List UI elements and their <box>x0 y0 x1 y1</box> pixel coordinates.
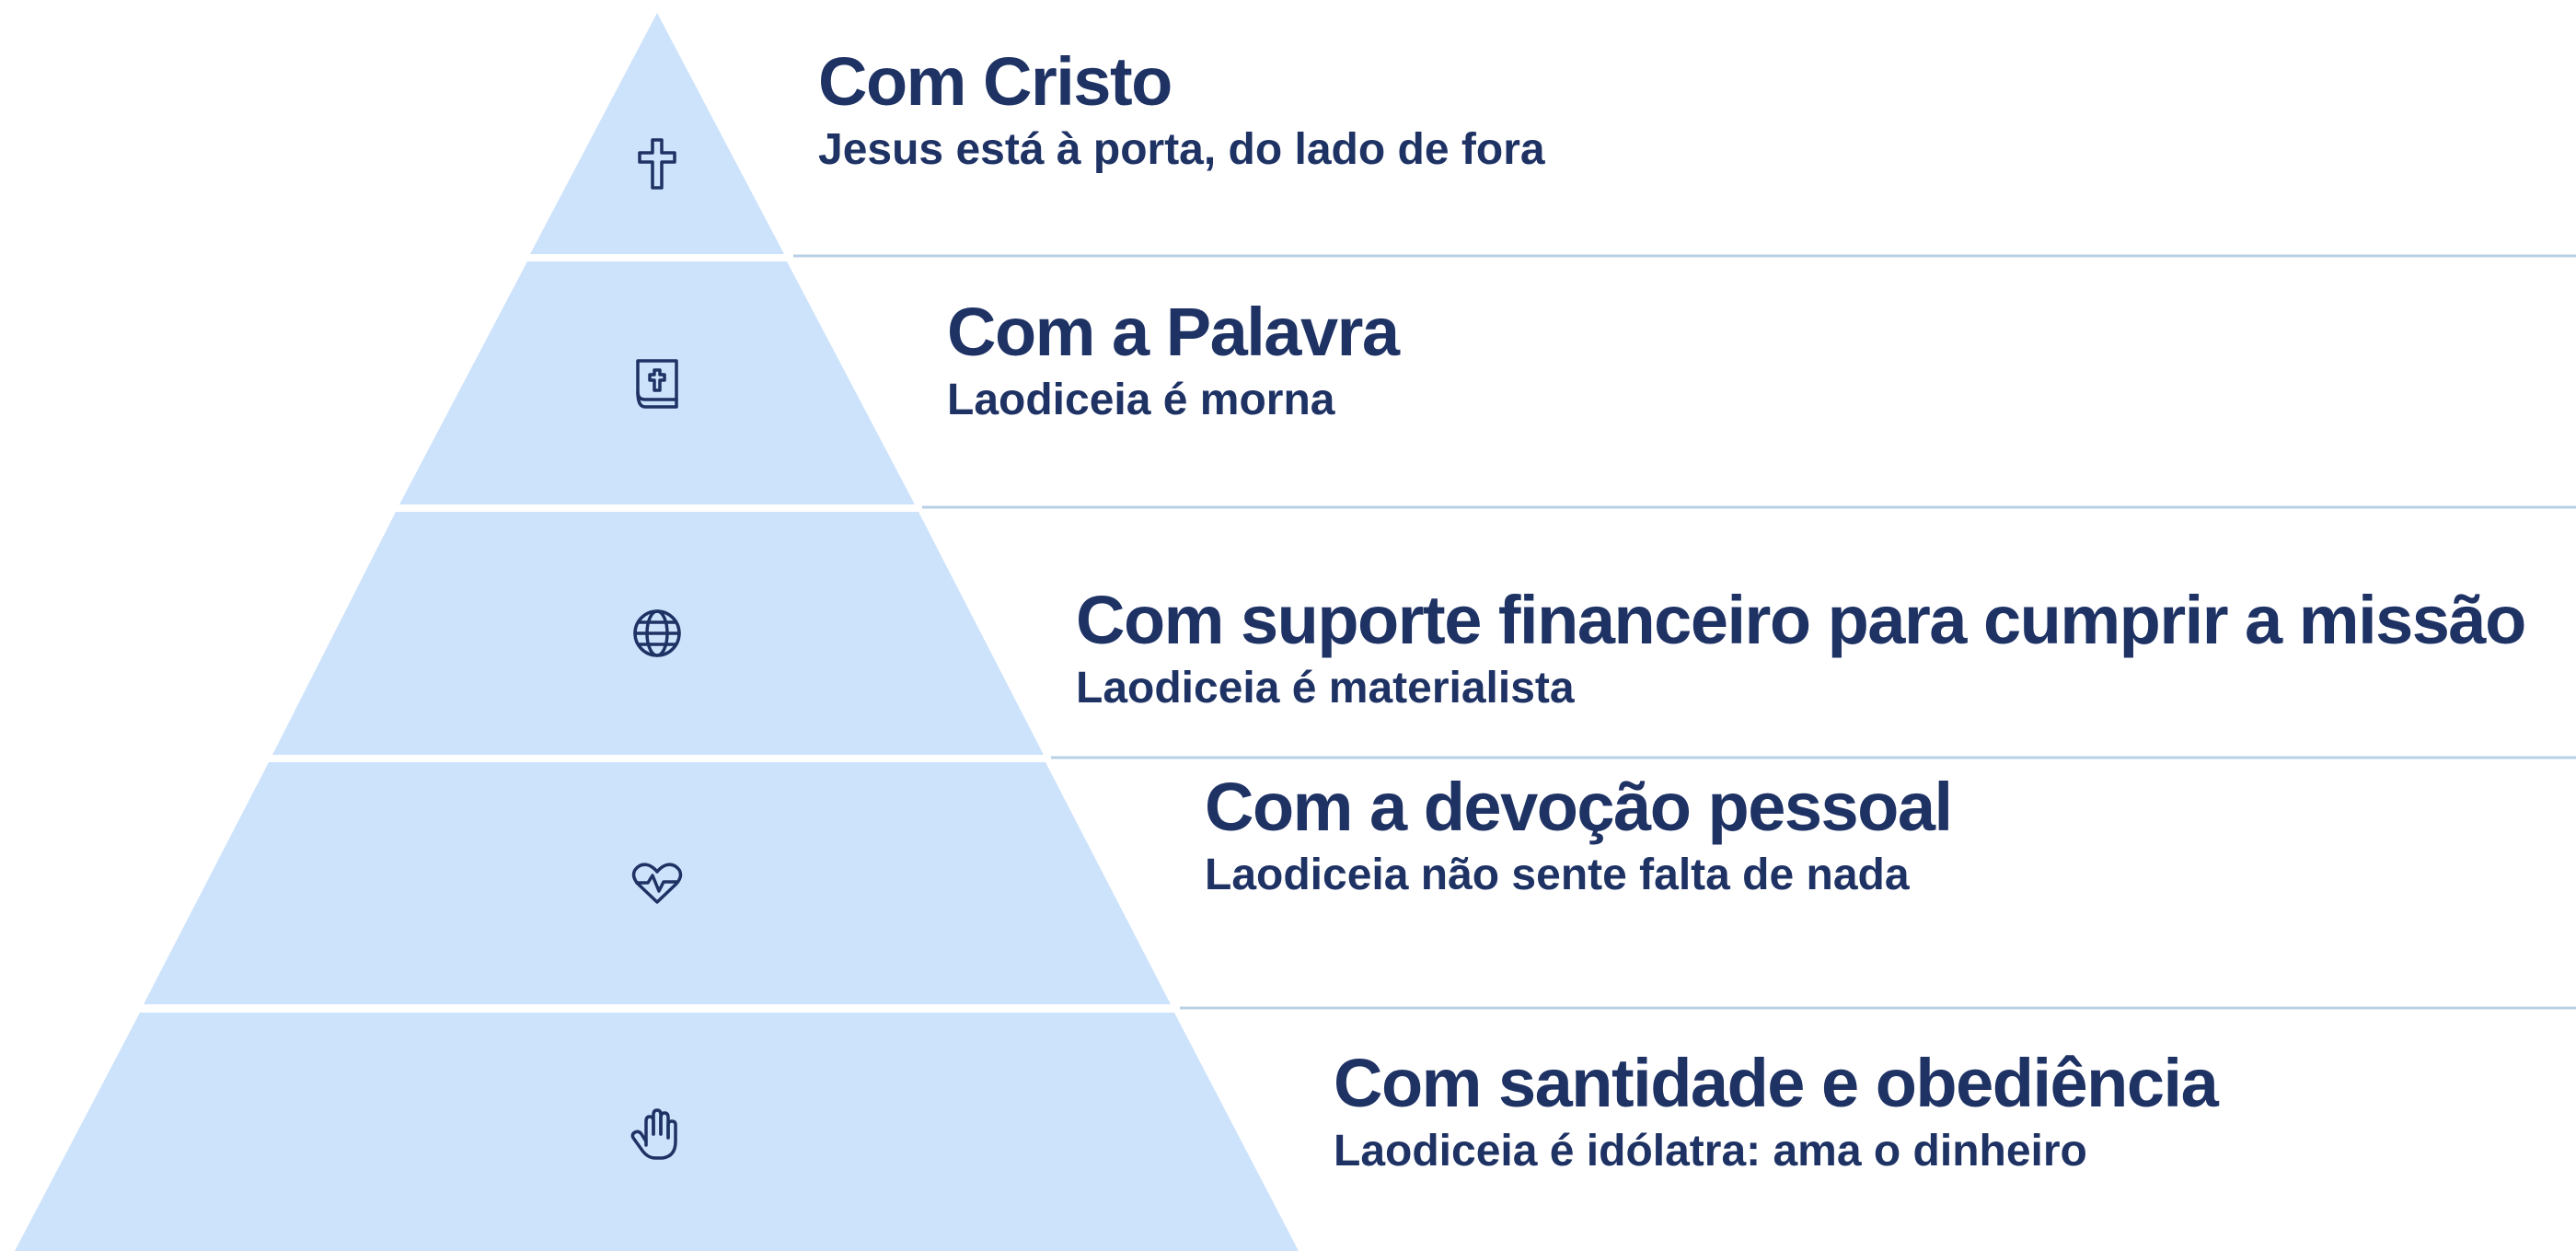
globe-icon <box>633 609 681 657</box>
tier-3-subtitle: Laodiceia é materialista <box>1076 663 1575 712</box>
tier-4-subtitle: Laodiceia não sente falta de nada <box>1205 850 1910 899</box>
tier-5-title: Com santidade e obediência <box>1334 1045 2219 1121</box>
hand-icon <box>630 1108 677 1160</box>
tier-2-text: Com a Palavra Laodiceia é morna <box>947 294 1400 426</box>
tier-1-text: Com Cristo Jesus está à porta, do lado d… <box>818 46 1545 176</box>
pyramid-segment-1 <box>530 13 784 254</box>
pyramid-segment-5 <box>15 1013 1299 1251</box>
cross-icon <box>638 138 676 190</box>
tier-3-text: Com suporte financeiro para cumprir a mi… <box>1076 582 2526 714</box>
tier-5-subtitle: Laodiceia é idólatra: ama o dinheiro <box>1334 1126 2087 1176</box>
tier-2-subtitle: Laodiceia é morna <box>947 375 1335 424</box>
tier-4-text: Com a devoção pessoal Laodiceia não sent… <box>1205 769 1953 901</box>
heartbeat-icon <box>631 863 683 904</box>
pyramid-segment-2 <box>399 261 915 504</box>
tier-1-subtitle: Jesus está à porta, do lado de fora <box>818 124 1545 174</box>
tier-4-title: Com a devoção pessoal <box>1205 769 1953 845</box>
tier-1-title: Com Cristo <box>818 43 1172 120</box>
bible-icon <box>636 359 678 409</box>
tier-2-title: Com a Palavra <box>947 294 1400 370</box>
tier-5-text: Com santidade e obediência Laodiceia é i… <box>1334 1045 2219 1177</box>
tier-3-title: Com suporte financeiro para cumprir a mi… <box>1076 582 2526 658</box>
